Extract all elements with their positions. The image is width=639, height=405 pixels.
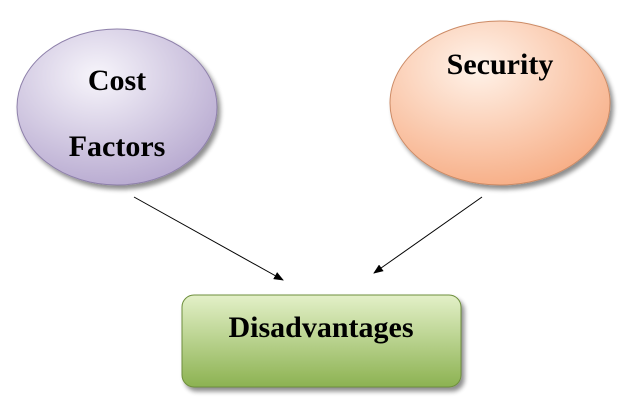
- arrow-cost-to-disadvantages: [133, 196, 284, 281]
- node-disadvantages: Disadvantages: [181, 294, 462, 388]
- node-cost-factors-line2: Factors: [69, 130, 166, 163]
- node-disadvantages-label: Disadvantages: [228, 311, 413, 344]
- arrow-security-to-disadvantages: [373, 196, 483, 274]
- node-cost-factors: Cost Factors: [16, 28, 218, 186]
- node-security-label: Security: [447, 48, 554, 81]
- node-cost-factors-line1: Cost: [88, 64, 146, 97]
- node-security: Security: [389, 20, 611, 186]
